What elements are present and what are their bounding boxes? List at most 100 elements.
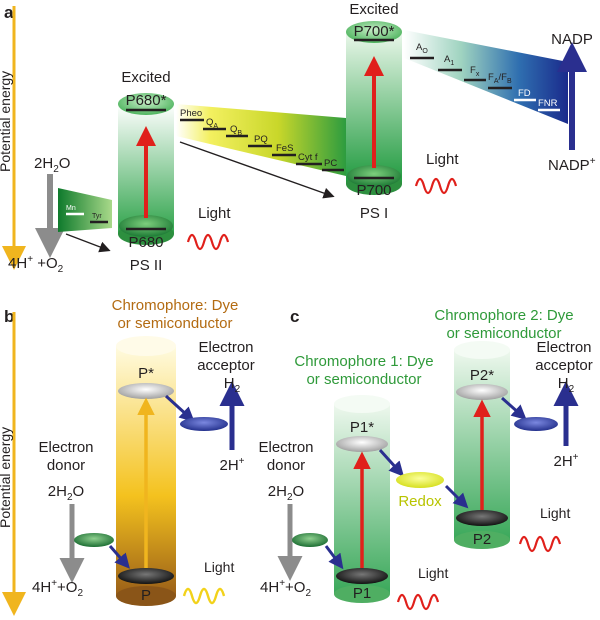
nadp-top: NADP xyxy=(551,31,593,48)
chromophore-line2-b: or semiconductor xyxy=(117,315,232,332)
redox-to-p2-arrow xyxy=(444,484,469,509)
qa-label: QA xyxy=(206,117,218,130)
acceptor-reactant-b: 2H+ xyxy=(219,456,244,474)
chain1-electron-arrow xyxy=(179,141,335,199)
acceptor-line1-c: Electron xyxy=(536,339,591,356)
chromophore2-base xyxy=(454,531,510,549)
chain1-band xyxy=(176,104,346,176)
donor-line2-b: donor xyxy=(47,457,85,474)
axis-label-b: Potential energy xyxy=(0,427,13,528)
pheo-label: Pheo xyxy=(180,108,202,119)
donor-reactant-c: 2H2O xyxy=(268,483,304,503)
acceptor-reactant-c: 2H+ xyxy=(553,452,578,470)
p1-excited-state: P1* xyxy=(350,419,374,436)
nadp-bottom: NADP+ xyxy=(548,156,596,174)
donor-line1-b: Electron xyxy=(38,439,93,456)
p2-ground-ellipse xyxy=(456,510,508,526)
p1-to-redox-arrow xyxy=(378,448,405,477)
fes-label: FeS xyxy=(276,143,293,154)
p680-ground-state: P680 xyxy=(128,234,163,251)
ground-state-b: P xyxy=(141,587,151,604)
light2-wave-c xyxy=(518,535,562,553)
tyr-label: Tyr xyxy=(92,213,102,220)
chromophore-base-b xyxy=(116,586,176,606)
acceptor-ellipse-c xyxy=(514,417,558,431)
ps2-excited-label: Excited xyxy=(121,69,170,86)
light2-label-c: Light xyxy=(540,505,570,521)
fx-label: Fx xyxy=(470,65,480,78)
pc-label: PC xyxy=(324,158,337,169)
acceptor-ellipse-b xyxy=(180,417,228,431)
fafb-label: FA/FB xyxy=(488,72,512,85)
light-label-b: Light xyxy=(204,559,234,575)
acceptor-product-c: H2 xyxy=(558,375,575,395)
cytf-label: Cyt f xyxy=(298,152,318,163)
chromophore-top-b xyxy=(116,336,176,356)
light1-wave-c xyxy=(396,593,440,611)
donor-line1-c: Electron xyxy=(258,439,313,456)
acceptor-product-b: H2 xyxy=(224,375,241,395)
panel-c-letter: c xyxy=(290,307,299,326)
p680-ground-ellipse xyxy=(119,215,173,237)
p2-excited-state: P2* xyxy=(470,367,494,384)
excited-state-ellipse-b xyxy=(118,383,174,399)
ps1-name: PS I xyxy=(360,205,388,222)
water-reactant-a: 2H2O xyxy=(34,155,70,175)
donor-product-b: 4H++O2 xyxy=(32,578,83,599)
chromophore1-top xyxy=(334,395,390,413)
panel-b-letter: b xyxy=(4,307,14,326)
light1-label-c: Light xyxy=(418,565,448,581)
donor-product-c: 4H++O2 xyxy=(260,578,311,599)
ps2-name: PS II xyxy=(130,257,163,274)
chromophore2-line2: or semiconductor xyxy=(446,325,561,342)
chromophore2-top xyxy=(454,341,510,359)
donor-to-chromophore-arrow-b xyxy=(108,545,130,569)
excited-state-b: P* xyxy=(138,365,154,382)
chromophore1-line2: or semiconductor xyxy=(306,371,421,388)
ps2-light-wave xyxy=(186,233,230,251)
panel-a-letter: a xyxy=(4,3,14,22)
chain2-carriers: AO A1 Fx FA/FB FD FNR xyxy=(410,42,560,112)
p700-excited-state: P700* xyxy=(354,23,395,40)
redox-ellipse xyxy=(396,472,444,488)
p2-ground-state: P2 xyxy=(473,531,491,548)
donor-line2-c: donor xyxy=(267,457,305,474)
acceptor-line1-b: Electron xyxy=(198,339,253,356)
a0-label: AO xyxy=(416,42,428,55)
pq-label: PQ xyxy=(254,134,268,145)
p700-ground-ellipse xyxy=(347,165,401,187)
chromophore2-line1: Chromophore 2: Dye xyxy=(434,307,573,324)
ps1-light-label: Light xyxy=(426,151,459,168)
donor-to-p1-arrow xyxy=(324,545,344,570)
p2-excited-ellipse xyxy=(456,384,508,400)
water-product-a: 4H+ +O2 xyxy=(8,254,64,275)
electron-to-acceptor-arrow-b xyxy=(164,394,195,423)
donor-ellipse-b xyxy=(74,533,114,547)
p1-ground-state: P1 xyxy=(353,585,371,602)
p1-ground-ellipse xyxy=(336,568,388,584)
ps1-light-wave xyxy=(414,177,458,195)
axis-label-a: Potential energy xyxy=(0,71,13,172)
a1-label: A1 xyxy=(444,54,454,67)
acceptor-line2-c: acceptor xyxy=(535,357,593,374)
p1-excited-ellipse xyxy=(336,436,388,452)
p680-excited-state: P680* xyxy=(126,92,167,109)
acceptor-line2-b: acceptor xyxy=(197,357,255,374)
qb-label: QB xyxy=(230,124,242,137)
fnr-label: FNR xyxy=(538,98,558,109)
chromophore1-base xyxy=(334,585,390,603)
p700-excited-ellipse xyxy=(346,21,402,43)
ground-state-ellipse-b xyxy=(118,568,174,584)
chain1-carriers: Pheo QA QB PQ FeS Cyt f PC xyxy=(180,108,344,172)
donor-reactant-b: 2H2O xyxy=(48,483,84,503)
ps2-light-label: Light xyxy=(198,205,231,222)
redox-label: Redox xyxy=(398,493,442,510)
chromophore-line1-b: Chromophore: Dye xyxy=(112,297,239,314)
p2-to-acceptor-arrow xyxy=(501,396,527,420)
fd-label: FD xyxy=(518,88,531,99)
mn-label: Mn xyxy=(66,205,76,212)
donor-ellipse-c xyxy=(292,533,328,547)
light-wave-b xyxy=(182,587,226,605)
ps1-excited-label: Excited xyxy=(349,1,398,18)
